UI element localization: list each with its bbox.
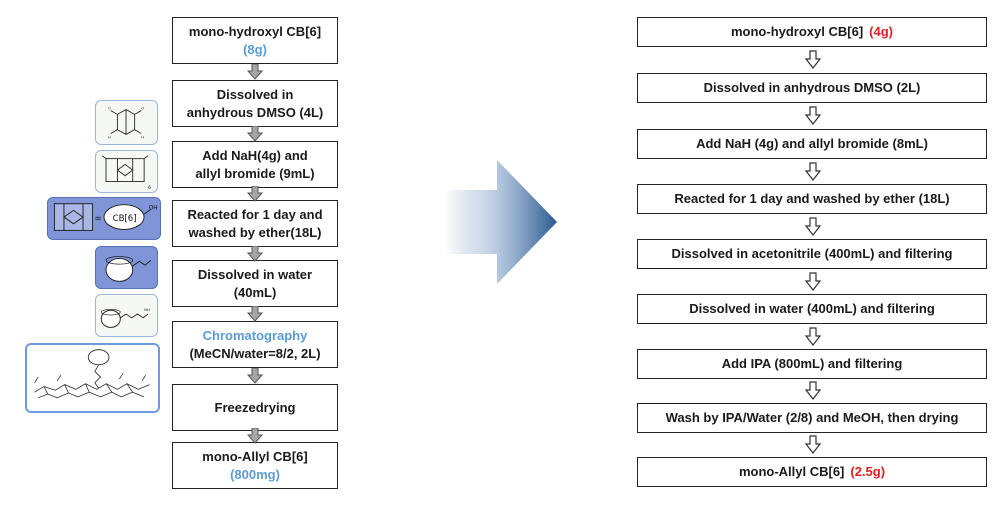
right-step-4-text: Reacted for 1 day and washed by ether (1… — [674, 191, 950, 206]
down-arrow-icon — [804, 50, 822, 69]
down-arrow-icon — [804, 162, 822, 181]
right-step-9-amount: (2.5g) — [850, 464, 886, 479]
left-step-3: Add NaH(4g) and allyl bromide (9mL) — [172, 141, 338, 188]
svg-text:6: 6 — [148, 185, 151, 191]
down-arrow-icon — [247, 64, 263, 80]
glycoluril-structure-icon: O O H H — [95, 100, 158, 145]
left-step-4: Reacted for 1 day and washed by ether(18… — [172, 200, 338, 247]
left-step-4-line2: washed by ether(18L) — [188, 224, 322, 240]
down-arrow-icon — [804, 327, 822, 346]
right-step-7-text: Add IPA (800mL) and filtering — [721, 356, 903, 371]
down-arrow-icon — [804, 435, 822, 454]
down-arrow-icon — [247, 246, 263, 262]
right-step-9: mono-Allyl CB[6] (2.5g) — [637, 457, 987, 487]
left-step-7-title: Freezedrying — [214, 399, 296, 415]
svg-text:OH: OH — [149, 205, 158, 211]
cb6-polysaccharide-conjugate-icon — [25, 343, 160, 413]
right-step-1-text: mono-hydroxyl CB[6] — [730, 24, 864, 39]
right-step-8: Wash by IPA/Water (2/8) and MeOH, then d… — [637, 403, 987, 433]
svg-text:=: = — [94, 214, 101, 224]
left-step-2: Dissolved in anhydrous DMSO (4L) — [172, 80, 338, 127]
down-arrow-icon — [804, 106, 822, 125]
right-step-7: Add IPA (800mL) and filtering — [637, 349, 987, 379]
right-step-2-text: Dissolved in anhydrous DMSO (2L) — [703, 80, 921, 95]
svg-text:O: O — [108, 106, 111, 111]
cb6-label: CB[6] — [113, 214, 137, 224]
down-arrow-icon — [247, 186, 263, 202]
right-step-1-amount: (4g) — [869, 24, 893, 39]
left-step-1: mono-hydroxyl CB[6] (8g) — [172, 17, 338, 64]
svg-text:H: H — [141, 134, 144, 139]
right-step-8-text: Wash by IPA/Water (2/8) and MeOH, then d… — [665, 410, 959, 425]
svg-text:NH: NH — [144, 307, 150, 312]
right-step-3-text: Add NaH (4g) and allyl bromide (8mL) — [696, 136, 928, 151]
left-step-8-amount: (800mg) — [230, 466, 280, 482]
big-right-arrow-icon — [445, 160, 557, 284]
left-step-6-line2: (MeCN/water=8/2, 2L) — [189, 345, 321, 361]
left-step-8: mono-Allyl CB[6] (800mg) — [172, 442, 338, 489]
down-arrow-icon — [804, 217, 822, 236]
right-step-4: Reacted for 1 day and washed by ether (1… — [637, 184, 987, 214]
down-arrow-icon — [247, 306, 263, 322]
left-step-2-line2: anhydrous DMSO (4L) — [186, 104, 324, 120]
right-step-9-text: mono-Allyl CB[6] — [738, 464, 845, 479]
down-arrow-icon — [247, 428, 263, 444]
right-step-5-text: Dissolved in acetonitrile (400mL) and fi… — [671, 246, 953, 261]
left-step-8-title: mono-Allyl CB[6] — [202, 448, 308, 464]
left-step-3-line1: Add NaH(4g) and — [202, 147, 308, 163]
left-step-2-line1: Dissolved in — [216, 86, 294, 102]
down-arrow-icon — [247, 126, 263, 142]
hydroxyl-cb6-reaction-icon: = CB[6] OH — [47, 197, 161, 240]
left-step-7: Freezedrying — [172, 384, 338, 431]
allyl-cb6-cartoon-icon — [95, 246, 158, 289]
down-arrow-icon — [247, 368, 263, 384]
right-step-6-text: Dissolved in water (400mL) and filtering — [689, 301, 935, 316]
right-step-6: Dissolved in water (400mL) and filtering — [637, 294, 987, 324]
functionalized-cb6-cartoon-icon: NH — [95, 294, 158, 337]
svg-text:H: H — [108, 134, 111, 139]
right-step-3: Add NaH (4g) and allyl bromide (8mL) — [637, 129, 987, 159]
down-arrow-icon — [804, 381, 822, 400]
left-step-1-title: mono-hydroxyl CB[6] — [188, 23, 322, 39]
left-step-5-line1: Dissolved in water — [197, 266, 313, 282]
right-step-5: Dissolved in acetonitrile (400mL) and fi… — [637, 239, 987, 269]
right-step-1: mono-hydroxyl CB[6] (4g) — [637, 17, 987, 47]
left-step-5-line2: (40mL) — [233, 284, 277, 300]
left-step-5: Dissolved in water (40mL) — [172, 260, 338, 307]
left-step-6-title: Chromatography — [202, 327, 308, 343]
down-arrow-icon — [804, 272, 822, 291]
left-step-4-line1: Reacted for 1 day and — [187, 206, 323, 222]
left-step-3-line2: allyl bromide (9mL) — [195, 165, 315, 181]
right-step-2: Dissolved in anhydrous DMSO (2L) — [637, 73, 987, 103]
left-step-6: Chromatography (MeCN/water=8/2, 2L) — [172, 321, 338, 368]
left-step-1-amount: (8g) — [243, 41, 267, 57]
svg-text:O: O — [141, 106, 144, 111]
cb6-repeat-unit-icon: 6 — [95, 150, 158, 193]
